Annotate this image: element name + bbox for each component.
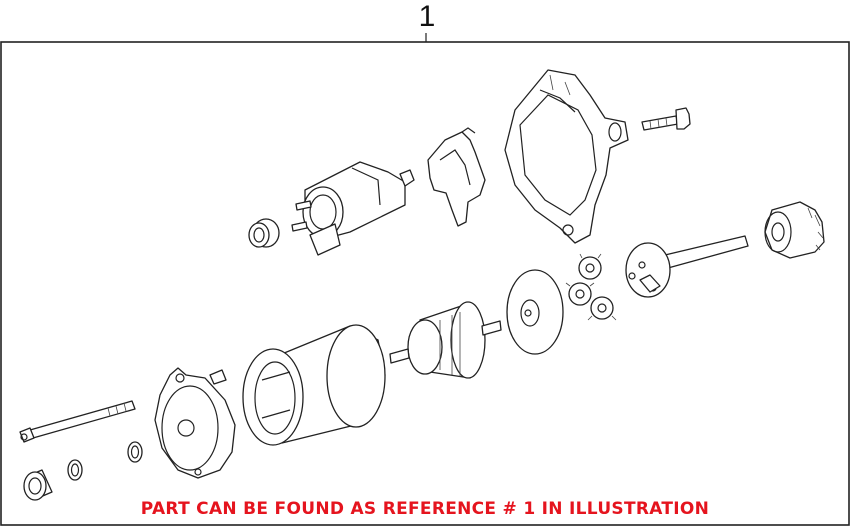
field-yoke-icon <box>242 324 386 446</box>
planet-gears-icon <box>565 253 617 321</box>
o-ring-icon <box>127 441 143 463</box>
armature-icon <box>389 301 502 379</box>
reference-number: 1 <box>418 0 436 33</box>
through-bolt-icon <box>19 400 136 443</box>
reference-caption: PART CAN BE FOUND AS REFERENCE # 1 IN IL… <box>140 499 710 519</box>
drive-end-housing-icon <box>504 69 629 244</box>
end-bushing-icon <box>23 469 53 501</box>
planetary-shaft-icon <box>625 235 749 298</box>
washer-icon <box>67 459 83 481</box>
housing-bolt-icon <box>641 107 691 131</box>
pinion-gear-icon <box>764 201 825 259</box>
bushing-icon <box>248 218 280 248</box>
solenoid-icon <box>291 161 415 256</box>
internal-gear-plate-icon <box>506 269 564 355</box>
shift-lever-icon <box>427 127 486 227</box>
diagram-frame <box>0 41 850 526</box>
commutator-end-frame-icon <box>154 367 236 479</box>
